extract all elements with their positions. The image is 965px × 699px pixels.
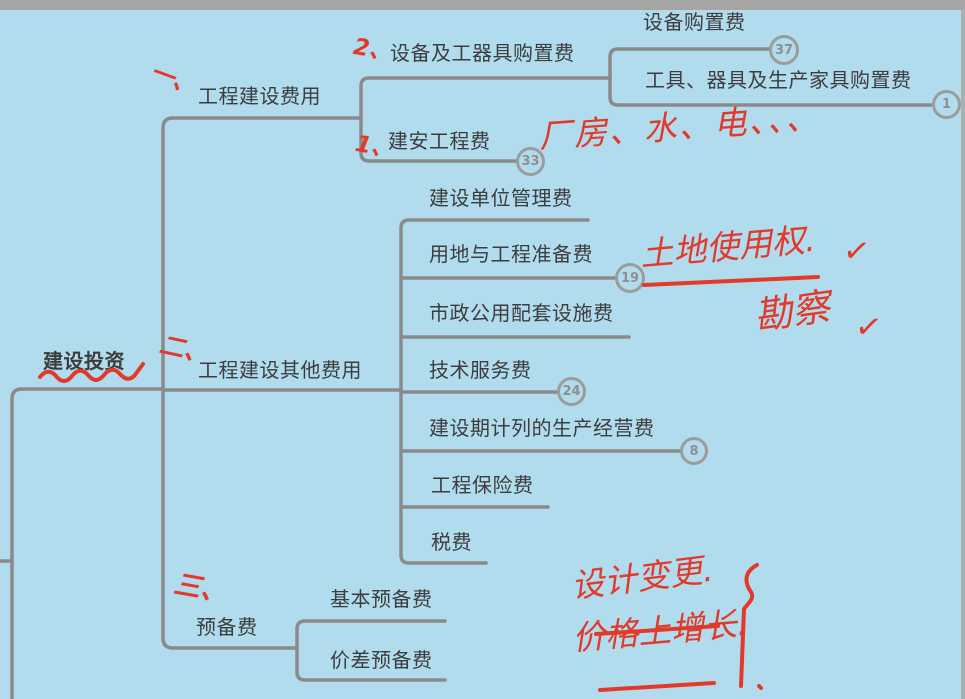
node-technical-service-fee[interactable]: 技术服务费 [429,358,532,382]
node-basic-reserve[interactable]: 基本预备费 [330,587,433,611]
annotation-number-three: 三、 [171,568,230,609]
badge-count-1[interactable]: 1 [932,90,961,119]
node-project-construction-cost[interactable]: 工程建设费用 [198,84,321,108]
node-price-difference-reserve[interactable]: 价差预备费 [330,648,433,672]
node-construction-investment[interactable]: 建设投资 [43,349,125,373]
badge-count-24[interactable]: 24 [557,377,586,406]
badge-count-37[interactable]: 37 [769,35,799,65]
annotation-number-1: 1、 [353,130,397,164]
node-equipment-and-tools-cost[interactable]: 设备及工器具购置费 [390,41,575,65]
annotation-survey: 勘察 [751,284,833,339]
node-tools-furniture-purchase-cost[interactable]: 工具、器具及生产家具购置费 [645,68,912,92]
window-right-edge [961,10,965,699]
node-construction-installation-cost[interactable]: 建安工程费 [388,129,491,153]
window-top-bar [0,0,965,10]
node-project-insurance-fee[interactable]: 工程保险费 [431,473,534,497]
annotation-number-two: 二、 [156,329,212,369]
annotation-design-changes: 设计变更. [568,549,716,606]
checkmark-icon: ✓ [852,306,885,348]
badge-count-33[interactable]: 33 [516,147,545,176]
annotation-number-one: 一、 [146,57,202,101]
badge-count-8[interactable]: 8 [680,437,708,465]
annotation-land-use-rights: 土地使用权. [638,219,817,274]
node-reserve-fund[interactable]: 预备费 [196,615,258,639]
checkmark-icon: ✓ [840,230,873,272]
node-equipment-purchase-cost[interactable]: 设备购置费 [643,10,746,34]
node-owner-management-fee[interactable]: 建设单位管理费 [429,186,573,210]
node-taxes[interactable]: 税费 [431,530,472,554]
annotation-number-2: 2、 [351,33,395,67]
node-other-construction-costs[interactable]: 工程建设其他费用 [198,358,362,382]
ink-period-dot [757,684,763,690]
connector-root-trunk [10,387,165,699]
annotation-price-increase: 价格上增长. [570,603,749,658]
node-land-and-preparation-fee[interactable]: 用地与工程准备费 [429,242,593,266]
node-production-operating-fee[interactable]: 建设期计列的生产经营费 [429,416,655,440]
annotation-factory-water-electricity: 厂房、水、电、、、 [537,97,822,156]
ink-underline-price-note [598,681,716,692]
node-municipal-facilities-fee[interactable]: 市政公用配套设施费 [429,301,614,325]
